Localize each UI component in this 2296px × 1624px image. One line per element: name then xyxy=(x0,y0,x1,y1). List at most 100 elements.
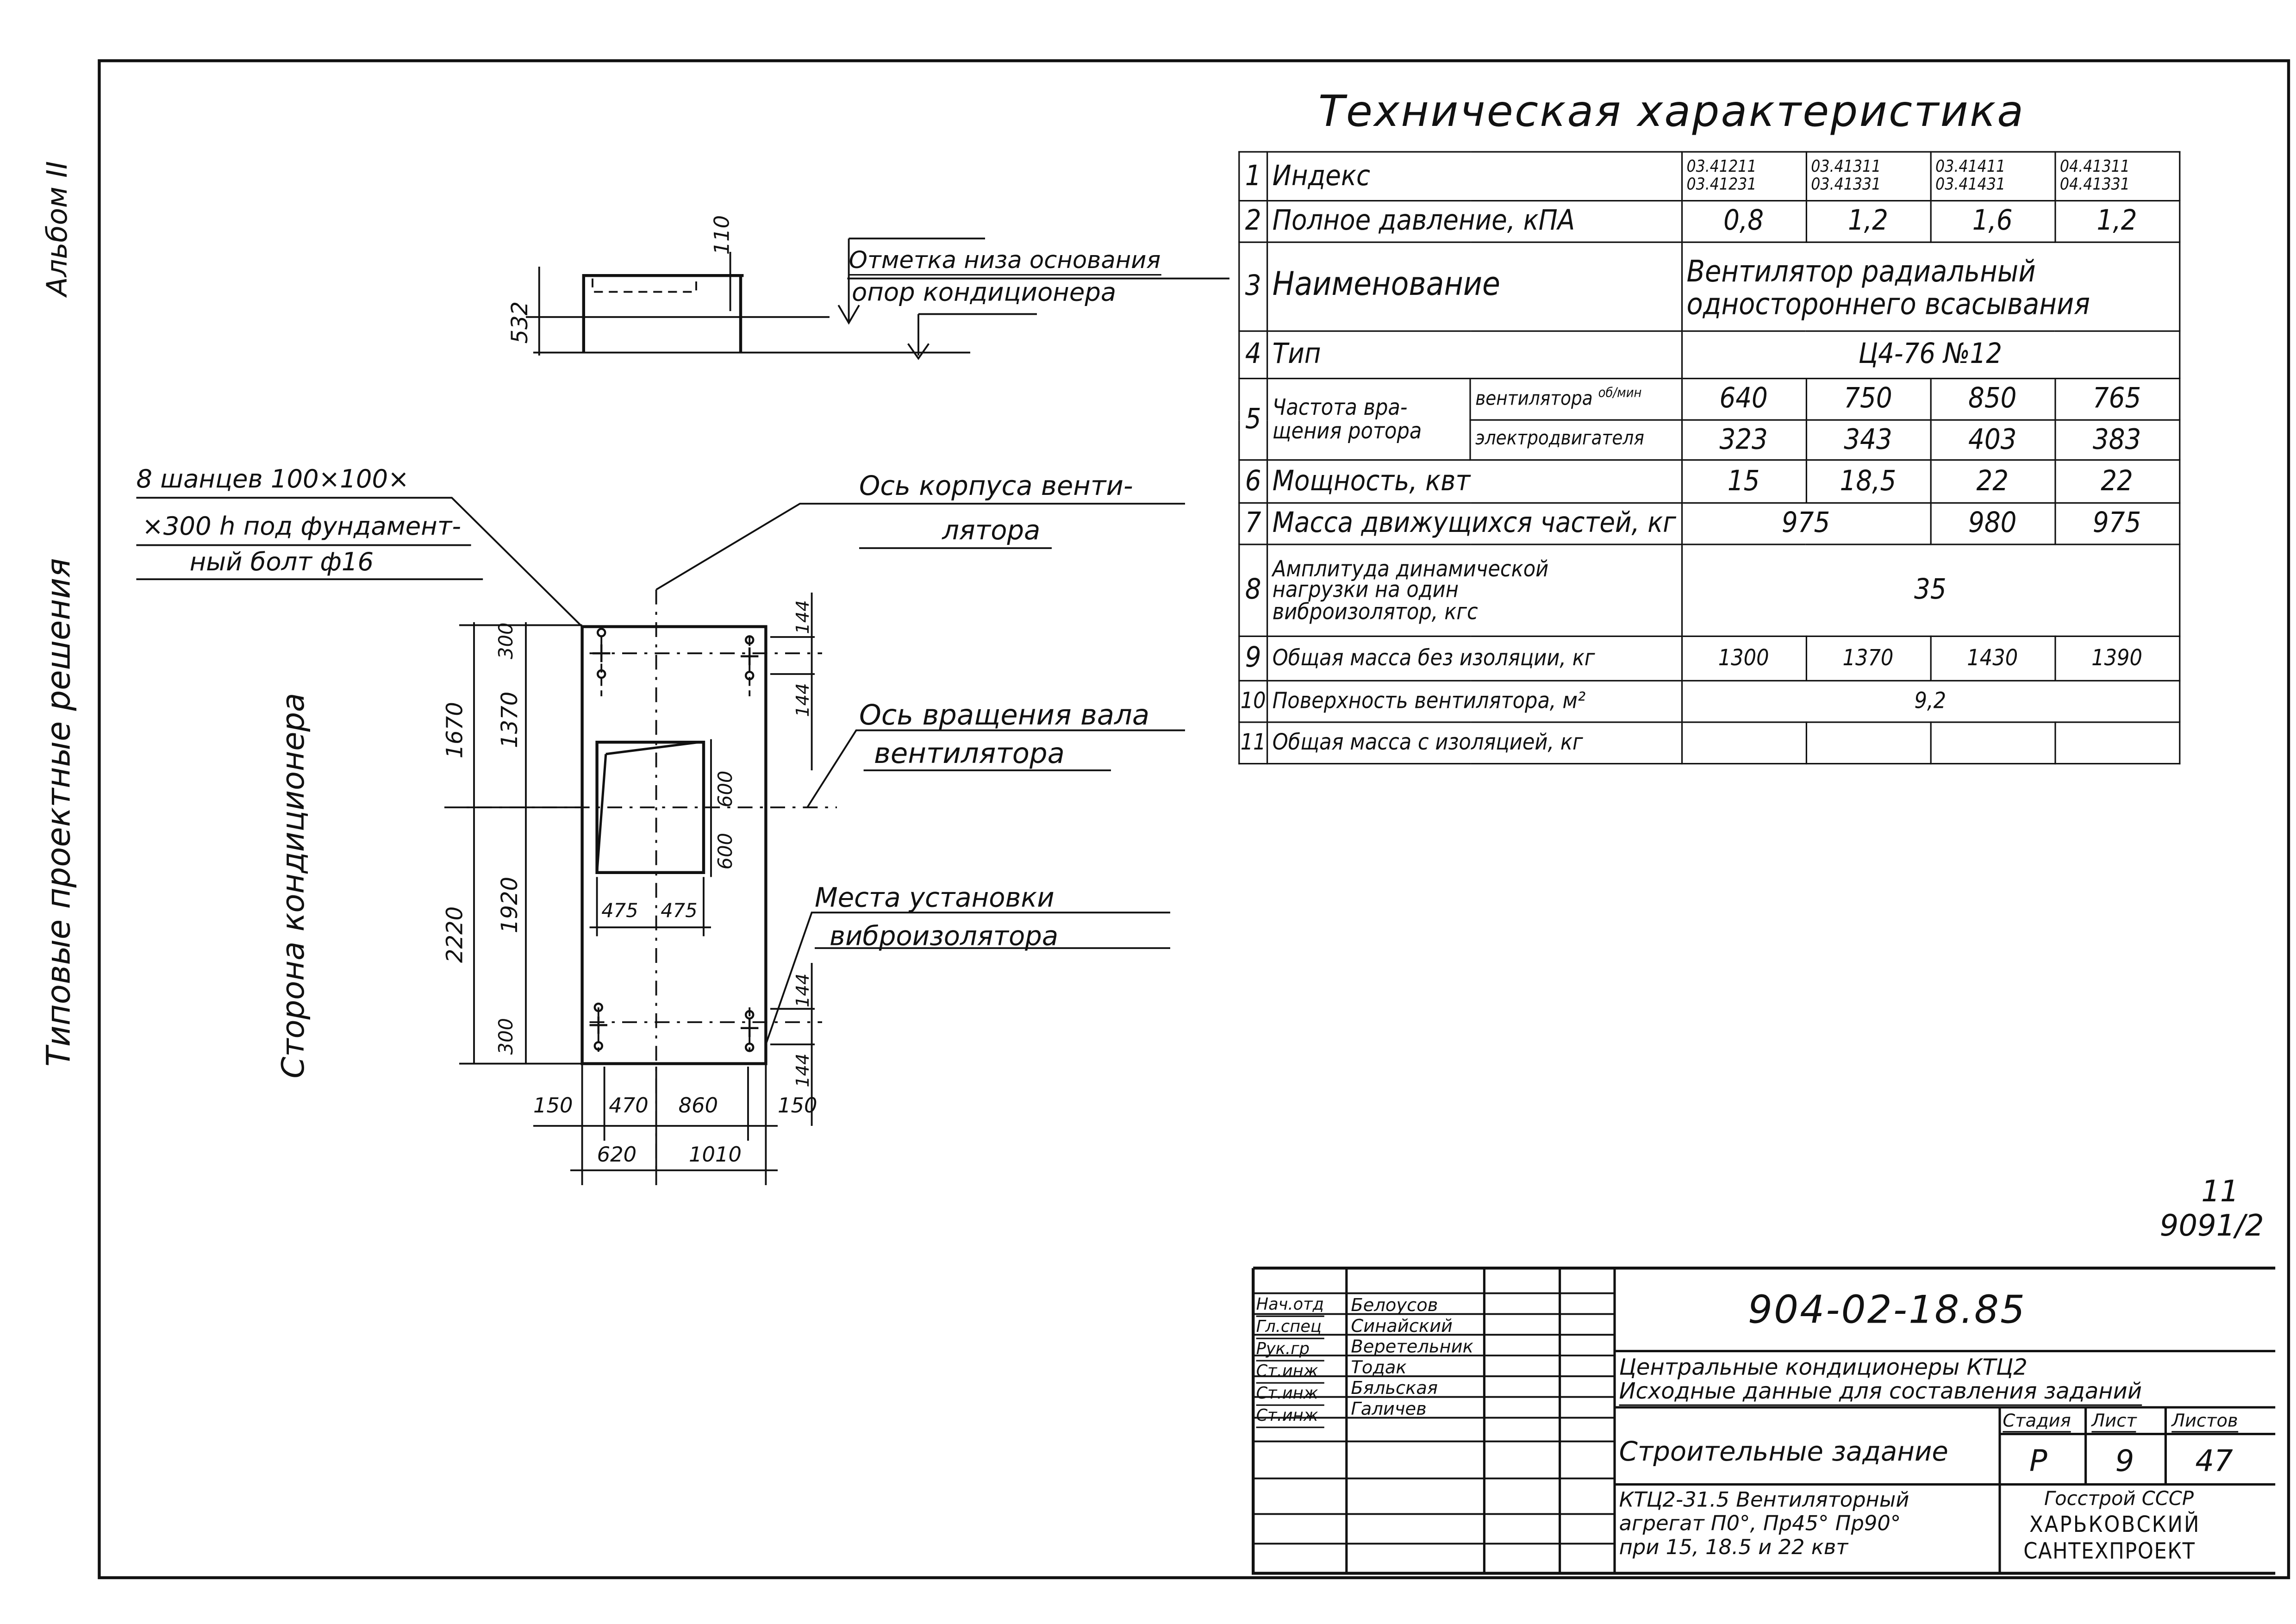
tech-table-title: Техническая характеристика xyxy=(1318,86,2025,137)
sub-label: электродвигателя xyxy=(1469,419,1682,461)
value-cell: 9,2 xyxy=(1680,680,2180,723)
value-cell: 22 xyxy=(1929,459,2056,504)
fan-axis-callout-line2: лятора xyxy=(942,515,1041,547)
unit: об/мин xyxy=(1598,386,1642,401)
stage-value: Р xyxy=(2029,1443,2047,1479)
dim-bottom-860: 860 xyxy=(678,1094,718,1118)
table-row: 10 Поверхность вентилятора, м² 9,2 xyxy=(1238,680,2180,723)
value-cell xyxy=(1805,721,1931,765)
description-line3: при 15, 18.5 и 22 квт xyxy=(1619,1536,1848,1560)
dim-2220: 2220 xyxy=(441,906,468,963)
value-cell: 750 xyxy=(1805,378,1931,421)
row-label: Индекс xyxy=(1267,151,1682,202)
project-title-line1: Центральные кондиционеры КТЦ2 xyxy=(1619,1354,2028,1381)
signature-names: Белоусов Синайский Веретельник Тодак Бял… xyxy=(1351,1295,1473,1419)
anchors-callout-line1: 8 шанцев 100×100× xyxy=(136,465,409,495)
sheet-mark-line2: 9091/2 xyxy=(2159,1207,2264,1243)
table-row: 9 Общая масса без изоляции, кг 1300 1370… xyxy=(1238,635,2180,682)
dim-elevation-total: 532 xyxy=(506,301,533,344)
signature-role: Ст.инж xyxy=(1256,1406,1324,1428)
row-label: Общая масса с изоляцией, кг xyxy=(1267,721,1682,765)
value-cell: 0,8 xyxy=(1680,200,1807,243)
dim-bottom-470: 470 xyxy=(609,1094,649,1118)
row-number: 8 xyxy=(1238,543,1268,637)
value-line: одностороннего всасывания xyxy=(1686,285,2090,321)
table-row: 6 Мощность, квт 15 18,5 22 22 xyxy=(1238,459,2180,504)
dim-144-d: 144 xyxy=(792,1053,813,1087)
index-value: 03.41311 xyxy=(1811,157,1881,177)
dim-bottom-150-left: 150 xyxy=(533,1094,573,1118)
dim-1670: 1670 xyxy=(441,702,468,759)
value-cell: 1,2 xyxy=(2054,200,2180,243)
index-value: 04.41331 xyxy=(2059,175,2130,194)
dim-144-c: 144 xyxy=(792,973,813,1007)
value-cell: 640 xyxy=(1680,378,1807,421)
table-row: 5 Частота вра-щения ротора вентилятора о… xyxy=(1238,378,2180,461)
row-label: Частота вра-щения ротора xyxy=(1267,378,1471,461)
sub-label-text: вентилятора xyxy=(1475,388,1593,411)
shaft-axis-callout-line2: вентилятора xyxy=(874,737,1065,770)
organization-line2: ХАРЬКОВСКИЙ xyxy=(2029,1511,2201,1538)
signature-role: Ст.инж xyxy=(1256,1362,1324,1384)
value-cell: 980 xyxy=(1929,502,2056,545)
table-row: 4 Тип Ц4-76 №12 xyxy=(1238,330,2180,380)
description-line1: КТЦ2-31.5 Вентиляторный xyxy=(1619,1489,1909,1513)
organization-line1: Госстрой СССР xyxy=(2044,1489,2194,1511)
row-number: 6 xyxy=(1238,459,1268,504)
shaft-axis-callout-line1: Ось вращения вала xyxy=(859,699,1150,732)
value-cell: 323 xyxy=(1680,419,1807,461)
value-cell: 383 xyxy=(2054,419,2180,461)
elevation-callout-line1: Отметка низа основания xyxy=(849,246,1161,276)
value-cell: 22 xyxy=(2054,459,2180,504)
value-cell: 1370 xyxy=(1805,635,1931,682)
dim-opening-600-bottom: 600 xyxy=(715,832,738,870)
dim-144-b: 144 xyxy=(792,683,813,717)
signature-role: Ст.инж xyxy=(1256,1384,1324,1406)
row-label-line: виброизолятор, кгс xyxy=(1272,598,1478,625)
value-cell: 1300 xyxy=(1680,635,1807,682)
row-number: 5 xyxy=(1238,378,1268,461)
signature-name: Белоусов xyxy=(1351,1294,1438,1316)
dim-300-bottom: 300 xyxy=(496,1018,518,1055)
row-label: Общая масса без изоляции, кг xyxy=(1267,635,1682,682)
drawing-name: Строительные задание xyxy=(1619,1437,1948,1468)
row-number: 1 xyxy=(1238,151,1268,202)
value-line: Вентилятор радиальный xyxy=(1686,252,2036,288)
dim-elevation-top: 110 xyxy=(711,215,735,255)
sheets-value: 47 xyxy=(2195,1443,2233,1479)
dim-1370: 1370 xyxy=(496,691,523,748)
sheet-mark-line1: 11 xyxy=(2201,1173,2239,1209)
sheets-header: Листов xyxy=(2171,1410,2238,1433)
sheet-header: Лист xyxy=(2091,1410,2137,1433)
value-cell xyxy=(1680,721,1807,765)
value-cell: 15 xyxy=(1680,459,1807,504)
value-cell: 35 xyxy=(1680,543,2180,637)
row-number: 4 xyxy=(1238,330,1268,380)
row-label: Наименование xyxy=(1267,241,1682,332)
row-number: 3 xyxy=(1238,241,1268,332)
value-cell: 1,6 xyxy=(1929,200,2056,243)
sheet-value: 9 xyxy=(2115,1443,2134,1479)
value-cell: 343 xyxy=(1805,419,1931,461)
index-value: 03.41231 xyxy=(1686,175,1757,194)
row-number: 7 xyxy=(1238,502,1268,545)
stage-header: Стадия xyxy=(2003,1410,2071,1433)
row-number: 9 xyxy=(1238,635,1268,682)
dim-300-top: 300 xyxy=(496,622,518,659)
isolators-callout-line1: Места установки xyxy=(815,883,1054,914)
isolators-callout-line2: виброизолятора xyxy=(830,921,1059,953)
dim-1920: 1920 xyxy=(496,876,523,933)
index-value: 03.41431 xyxy=(1935,175,2006,194)
table-row: 7 Масса движущихся частей, кг 975 980 97… xyxy=(1238,502,2180,545)
row-number: 11 xyxy=(1238,721,1268,765)
dim-opening-475-left: 475 xyxy=(601,900,638,923)
